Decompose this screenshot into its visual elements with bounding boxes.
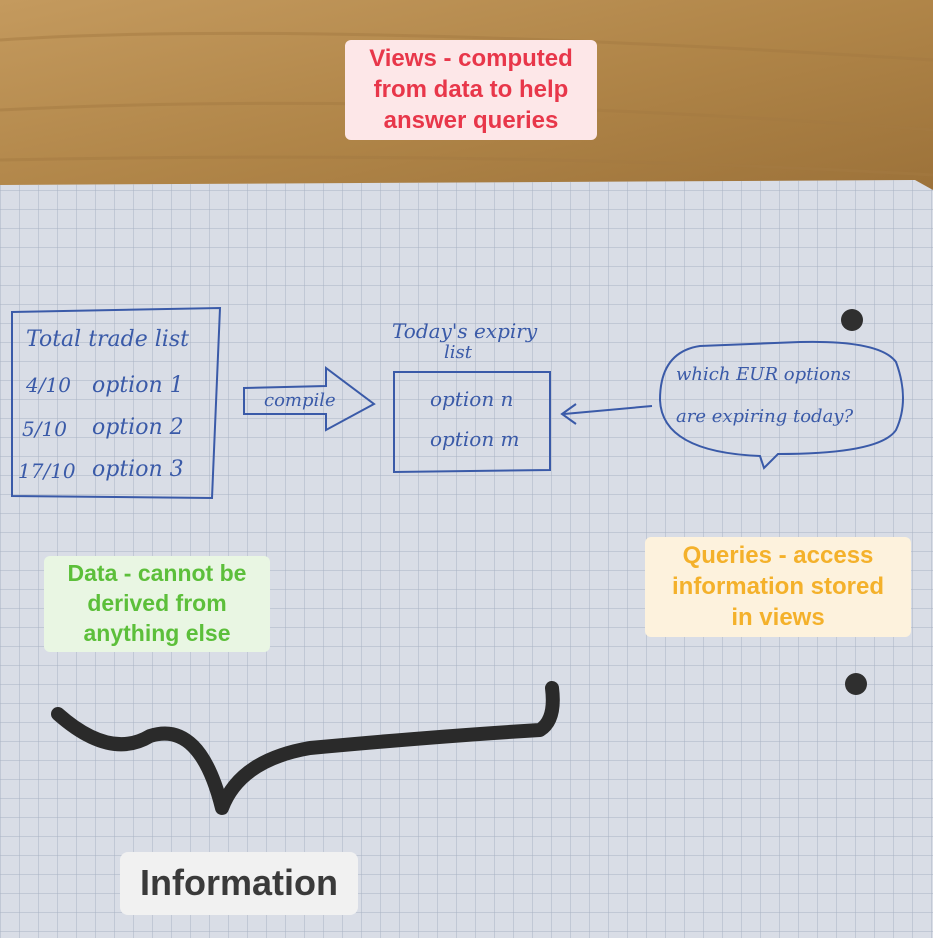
expiry-item-1: option n: [430, 387, 513, 411]
query-line-2: are expiring today?: [676, 406, 853, 427]
expiry-title-line2: list: [444, 342, 473, 363]
data-annotation: Data - cannot be derived from anything e…: [44, 556, 270, 652]
trade-date-2: 5/10: [22, 417, 67, 441]
expiry-item-2: option m: [430, 427, 520, 451]
punch-hole: [841, 309, 863, 331]
trade-list-title: Total trade list: [26, 327, 189, 352]
punch-hole: [845, 673, 867, 695]
trade-item-2: option 2: [92, 415, 184, 440]
trade-list-box: Total trade list 4/10 option 1 5/10 opti…: [11, 306, 222, 500]
query-line-1: which EUR options: [676, 364, 851, 385]
trade-date-1: 4/10: [25, 373, 71, 397]
trade-item-1: option 1: [92, 373, 184, 398]
brace-marker-stroke: [51, 681, 560, 815]
expiry-title-line1: Today's expiry: [392, 319, 538, 343]
compile-label: compile: [264, 390, 336, 411]
query-speech-bubble: which EUR options are expiring today?: [658, 340, 904, 470]
trade-date-3: 17/10: [18, 459, 76, 483]
queries-annotation: Queries - access information stored in v…: [645, 537, 911, 637]
query-arrow: [560, 403, 653, 425]
information-annotation: Information: [120, 852, 358, 915]
compile-arrow: compile: [243, 366, 376, 432]
views-annotation: Views - computed from data to help answe…: [345, 40, 597, 140]
expiry-list-box: Today's expiry list option n option m: [392, 319, 551, 474]
trade-item-3: option 3: [92, 457, 184, 482]
